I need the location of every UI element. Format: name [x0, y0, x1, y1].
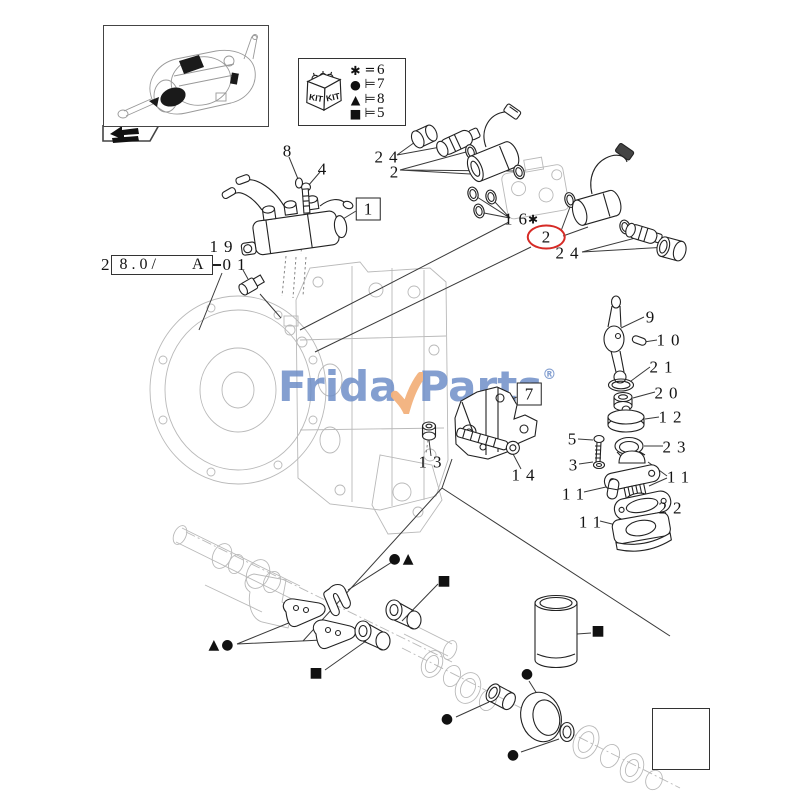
- kit-legend-rows: ✱ = 6 ● ⊨ 7 ▲ ⊨ 8 ■ ⊨ 5: [348, 62, 385, 122]
- legend-row-square: ■ ⊨ 5: [349, 105, 385, 122]
- star-symbol: ✱: [350, 62, 361, 78]
- callout-13: 13: [418, 452, 448, 472]
- callout-10: 10: [656, 330, 686, 350]
- legend-row-circle: ● ⊨ 7: [348, 76, 384, 93]
- registered-mark: ®: [542, 367, 557, 383]
- callout-4: 4: [317, 159, 327, 179]
- callout-7[interactable]: 7: [516, 382, 542, 406]
- callout-23: 23: [662, 437, 692, 457]
- svg-text:KIT: KIT: [308, 92, 324, 104]
- callout-5: 5: [567, 429, 577, 449]
- callout-2[interactable]: 2: [526, 224, 566, 250]
- inset-tab: [102, 124, 160, 143]
- svg-text:KIT: KIT: [325, 91, 341, 104]
- kit-box-icon: KIT KIT: [306, 71, 342, 112]
- callout-21: 21: [649, 357, 679, 377]
- callout-14: 14: [511, 465, 541, 485]
- kit-symbol-marker: ●: [440, 711, 456, 727]
- callout-12: 12: [658, 407, 688, 427]
- ref-box: 8 . 0 / A: [110, 255, 213, 275]
- callout-16: 16✱: [503, 209, 539, 229]
- callout-19: 19: [209, 237, 239, 256]
- figure-reference[interactable]: 2 8 . 0 / A 01: [101, 255, 252, 275]
- callout-11: 11: [578, 512, 608, 532]
- thumbnail-art: [117, 34, 258, 119]
- legend-row-star: ✱ = 6: [348, 62, 384, 78]
- callout-20: 20: [654, 383, 684, 403]
- callout-24: 24: [374, 147, 404, 167]
- kit-symbol-marker: ▲●: [208, 637, 236, 653]
- kit-symbol-marker: ■: [437, 573, 453, 589]
- legend-row-triangle: ▲ ⊨ 8: [348, 91, 385, 107]
- callout-11: 11: [666, 467, 696, 487]
- kit-symbol-marker: ■: [309, 665, 325, 681]
- square-symbol: ■: [349, 106, 362, 122]
- callout-2: 2: [389, 162, 399, 182]
- next-page-box[interactable]: [652, 708, 710, 770]
- ref-prefix: 2: [101, 255, 110, 274]
- back-arrow-icon: [110, 126, 139, 143]
- triangle-symbol: ▲: [350, 91, 361, 107]
- callout-01: 01: [222, 255, 252, 274]
- checkmark-icon: [390, 372, 423, 414]
- ref-dash: [212, 264, 221, 266]
- kit-symbol-marker: ●▲: [388, 551, 416, 567]
- callout-3: 3: [568, 455, 578, 475]
- callout-1[interactable]: 1: [355, 197, 381, 221]
- callout-22: 22: [658, 498, 688, 518]
- kit-symbol-marker: ●: [506, 747, 522, 763]
- kit-legend-box: KIT KIT ✱ = 6 ● ⊨ 7 ▲ ⊨ 8 ■ ⊨ 5: [298, 58, 406, 126]
- overview-thumbnail[interactable]: [103, 25, 269, 127]
- kit-star-icon: ✱: [527, 212, 539, 226]
- kit-symbol-marker: ●: [520, 666, 536, 682]
- callout-11: 11: [561, 484, 591, 504]
- callout-8: 8: [282, 141, 292, 161]
- circle-symbol: ●: [350, 77, 361, 93]
- watermark-text-left: Frida: [278, 362, 398, 411]
- callout-24: 24: [555, 243, 585, 263]
- callout-9: 9: [645, 307, 655, 327]
- kit-symbol-marker: ■: [591, 623, 607, 639]
